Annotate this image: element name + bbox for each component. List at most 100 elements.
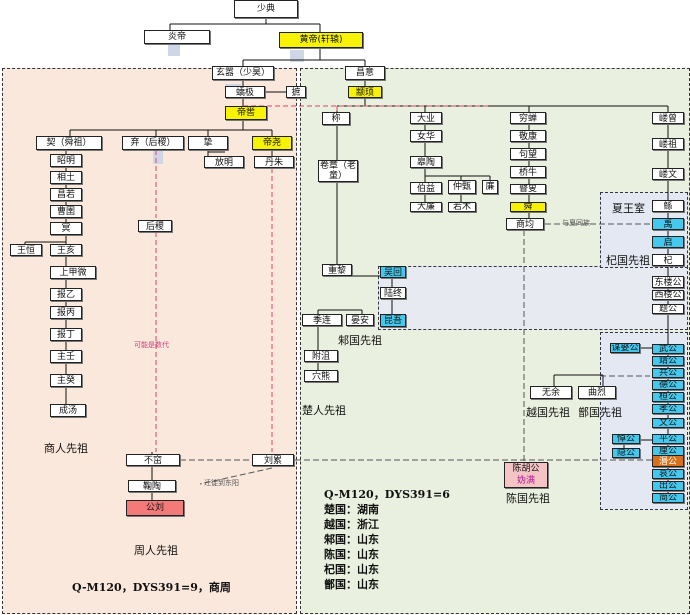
label-xia-room: 夏王室 (612, 202, 645, 215)
node-xuexiong[interactable]: 穴熊 (304, 370, 338, 382)
node-baoyi[interactable]: 报乙 (50, 288, 82, 301)
node-jingkang[interactable]: 敬康 (510, 130, 546, 142)
node-caoyu[interactable]: 曹圉 (50, 205, 82, 218)
node-shangjun[interactable]: 商均 (506, 218, 544, 230)
node-digu[interactable]: 帝喾 (225, 106, 267, 120)
node-buku[interactable]: 不窋 (126, 454, 180, 466)
node-chenhugong[interactable]: 陈胡公 妫满 (504, 462, 548, 488)
node-wugong[interactable]: 武公 (652, 344, 684, 354)
info-right-line: 陈国：山东 (324, 548, 379, 561)
node-jilian[interactable]: 季连 (302, 314, 342, 326)
info-right-line: 鄫国：山东 (324, 578, 379, 591)
node-wanghai[interactable]: 王亥 (50, 244, 82, 256)
node-luzhong[interactable]: 陆终 (380, 287, 406, 299)
node-quyi[interactable]: 曲烈 (578, 386, 616, 399)
node-diyao[interactable]: 帝尧 (252, 136, 292, 150)
node-zhe[interactable]: 摭 (286, 86, 306, 98)
info-right-line: 越国：浙江 (324, 518, 379, 531)
node-liu[interactable]: 刘累 (252, 454, 294, 466)
node-cheng[interactable]: 称 (322, 112, 350, 125)
node-wengong[interactable]: 文公 (652, 418, 684, 428)
label-note-xia: 与夏同族 (562, 219, 590, 227)
node-changyi[interactable]: 昌意 (345, 66, 385, 80)
node-nvhua[interactable]: 女华 (410, 130, 442, 142)
info-right-header: Q-M120，DYS391=6 (324, 488, 450, 501)
node-qiaoji[interactable]: 蟜极 (225, 86, 265, 98)
label-zeng-ancestor: 鄫国先祖 (578, 406, 622, 419)
node-gaoyao[interactable]: 皋陶 (410, 156, 442, 168)
node-huangdi[interactable]: 黄帝(轩辕) (279, 32, 363, 48)
node-baobing[interactable]: 报丙 (50, 306, 82, 319)
node-aigong[interactable]: 哀公 (652, 469, 684, 479)
node-boyi[interactable]: 伯益 (410, 182, 442, 194)
node-xiaogong[interactable]: 孝公 (652, 404, 684, 414)
node-jiangong[interactable]: 简公 (652, 493, 684, 503)
connector-shade (153, 150, 163, 164)
node-xie[interactable]: 契（舜祖） (36, 136, 102, 150)
node-zhi[interactable]: 挚 (188, 136, 228, 150)
node-dave[interactable]: 大业 (410, 112, 442, 124)
node-fuju[interactable]: 附沮 (304, 350, 338, 362)
node-houji[interactable]: 后稷 (138, 220, 172, 232)
node-juwang[interactable]: 句望 (510, 148, 546, 160)
node-daogong[interactable]: 悼公 (612, 434, 640, 444)
node-degong[interactable]: 德公 (652, 380, 684, 390)
node-zhugui[interactable]: 主癸 (50, 374, 82, 387)
node-jinggong[interactable]: 靖公 (652, 356, 684, 366)
node-gun-gu[interactable]: 嵝曾 (652, 112, 684, 124)
node-shangjiawei[interactable]: 上甲微 (50, 266, 96, 279)
node-gonggong[interactable]: 共公 (652, 368, 684, 378)
node-tiqi[interactable]: 题公 (652, 304, 684, 314)
node-gun[interactable]: 鲧 (652, 200, 684, 212)
node-gunwen[interactable]: 嵝文 (652, 168, 684, 180)
label-shang-ancestor: 商人先祖 (44, 442, 88, 455)
node-zhongli[interactable]: 重黎 (322, 264, 352, 276)
node-baoding[interactable]: 报丁 (50, 328, 82, 341)
node-kunwu[interactable]: 昆吾 (380, 314, 406, 327)
node-wangheng[interactable]: 王恒 (10, 244, 42, 256)
node-xiangtu[interactable]: 相土 (50, 171, 82, 184)
node-dongloug[interactable]: 东楼公 (652, 276, 684, 288)
node-zhuanxu[interactable]: 颛顼 (348, 86, 382, 98)
node-changruo[interactable]: 昌若 (50, 188, 82, 201)
node-shun[interactable]: 舜 (510, 202, 546, 212)
node-yingong[interactable]: 隐公 (612, 448, 640, 458)
node-zhaoming[interactable]: 昭明 (50, 154, 82, 167)
node-wuyu[interactable]: 无余 (530, 386, 572, 399)
node-pinggong[interactable]: 平公 (652, 434, 684, 444)
node-huangong[interactable]: 桓公 (652, 392, 684, 402)
node-qi[interactable]: 启 (652, 236, 684, 248)
node-wuhui[interactable]: 吴回 (380, 266, 406, 278)
node-shaodian[interactable]: 少典 (234, 0, 298, 18)
node-laotong[interactable]: 卷章（老童） (318, 160, 358, 182)
node-gongliu[interactable]: 公刘 (126, 500, 184, 516)
label-zhu-ancestor: 邾国先祖 (338, 334, 382, 347)
node-danzhu[interactable]: 丹朱 (254, 156, 294, 168)
node-dalian[interactable]: 大廉 (410, 202, 442, 212)
node-fangming[interactable]: 放明 (204, 156, 244, 168)
node-qiaoniu[interactable]: 桥牛 (510, 166, 546, 178)
node-yu[interactable]: 禹 (652, 218, 684, 230)
node-gusou[interactable]: 瞽叟 (510, 184, 546, 194)
node-qi-houji[interactable]: 弃（后稷） (122, 136, 184, 150)
node-moqi[interactable]: 谋娶公 (610, 343, 640, 353)
node-zhuren[interactable]: 主壬 (50, 350, 82, 363)
node-xigong[interactable]: 西楼公 (652, 290, 684, 300)
node-xuanxiao[interactable]: 玄嚣（少昊） (212, 66, 274, 80)
node-qiongguo[interactable]: 鞠陶 (128, 480, 176, 492)
node-chengtang[interactable]: 成汤 (50, 404, 86, 417)
node-ming[interactable]: 冥 (50, 222, 82, 235)
node-mingong[interactable]: 湣公 (652, 455, 684, 467)
node-xia[interactable]: 杞 (652, 254, 684, 266)
node-yandi[interactable]: 炎帝 (144, 30, 210, 44)
label-yue-ancestor: 越国先祖 (526, 406, 570, 419)
node-lian[interactable]: 廉 (482, 180, 498, 194)
zhu-region (378, 266, 688, 330)
node-yanan[interactable]: 晏安 (346, 314, 374, 326)
node-qiongchan[interactable]: 穷蝉 (510, 112, 546, 124)
node-zhongzhen[interactable]: 仲甄 (448, 180, 476, 194)
node-ruomu[interactable]: 若木 (448, 202, 476, 212)
info-left: Q-M120，DYS391=9，商周 (72, 581, 231, 594)
node-gun-zu[interactable]: 嵝祖 (652, 138, 684, 150)
node-chugong[interactable]: 出公 (652, 481, 684, 491)
